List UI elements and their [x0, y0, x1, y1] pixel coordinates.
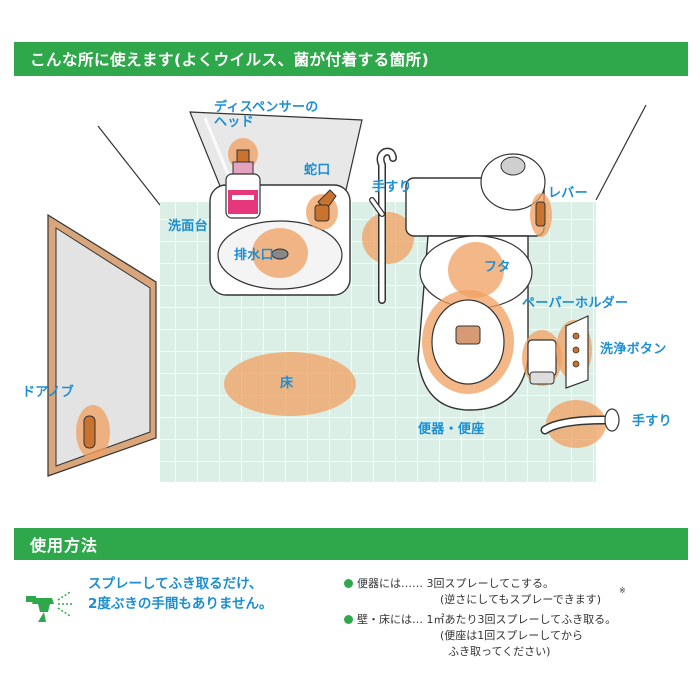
toilet-paper-roll-top: [480, 153, 546, 211]
handrail-wall-highlight: [362, 212, 414, 264]
door-panel: [55, 227, 151, 467]
header-title: こんな所に使えます(よくウイルス、菌が付着する箇所): [30, 51, 430, 69]
label-lid: フタ: [484, 260, 511, 275]
label-paper-holder: ペーパーホルダー: [522, 296, 629, 311]
dispenser-label: [228, 190, 258, 214]
label-washbasin: 洗面台: [168, 219, 208, 234]
label-dispenser-head: ディスペンサーの ヘッド: [214, 100, 319, 130]
label-handrail-right: 手すり: [632, 414, 672, 429]
item2-note-1: (便座は1回スプレーしてから: [440, 629, 583, 642]
lever: [535, 201, 546, 227]
usage-tagline: スプレーしてふき取るだけ、 2度ぶきの手間もありません。: [88, 574, 273, 614]
label-drain: 排水口: [234, 248, 274, 263]
label-lever: レバー: [548, 186, 588, 201]
usage-title: 使用方法: [30, 536, 99, 555]
label-faucet: 蛇口: [304, 163, 331, 178]
item2-label: 壁・床には…: [357, 613, 423, 626]
usage-banner: 使用方法: [14, 528, 688, 560]
handrail-wall: [378, 149, 396, 303]
restroom-illustration: [47, 104, 647, 482]
header-banner: こんな所に使えます(よくウイルス、菌が付着する箇所): [14, 42, 688, 76]
door-knob: [83, 415, 96, 449]
wall-corner-right: [595, 104, 647, 201]
label-flush-button: 洗浄ボタン: [600, 342, 667, 357]
spray-bottle-icon: [26, 591, 72, 622]
bullet-dot: [344, 579, 353, 588]
item1-text: 3回スプレーしてこする。: [426, 577, 554, 590]
tagline-line-2: 2度ぶきの手間もありません。: [88, 596, 273, 612]
item2-note-2: ふき取ってください): [448, 645, 551, 658]
drain: [271, 248, 289, 260]
label-handrail-wall: 手すり: [372, 180, 412, 195]
paper-holder: [527, 339, 557, 377]
item1-label: 便器には……: [357, 577, 423, 590]
bullet-dot: [344, 615, 353, 624]
label-floor: 床: [280, 376, 294, 391]
instruction-item-1: 便器には…… 3回スプレーしてこする。: [344, 576, 554, 591]
item1-note: (逆さにしてもスプレーできます): [440, 593, 602, 606]
instruction-item-2: 壁・床には… 1㎡あたり3回スプレーしてふき取る。: [344, 612, 616, 627]
lid-highlight: [448, 242, 504, 298]
tagline-line-1: スプレーしてふき取るだけ、: [88, 576, 263, 592]
label-toilet-seat: 便器・便座: [418, 422, 485, 437]
item2-text: 1㎡あたり3回スプレーしてふき取る。: [426, 613, 617, 626]
label-door-knob: ドアノブ: [22, 385, 75, 400]
handrail-right: [542, 417, 607, 433]
floor-highlight: [224, 352, 356, 416]
wall-corner-left: [97, 125, 161, 206]
item1-mark: ※: [619, 586, 626, 595]
